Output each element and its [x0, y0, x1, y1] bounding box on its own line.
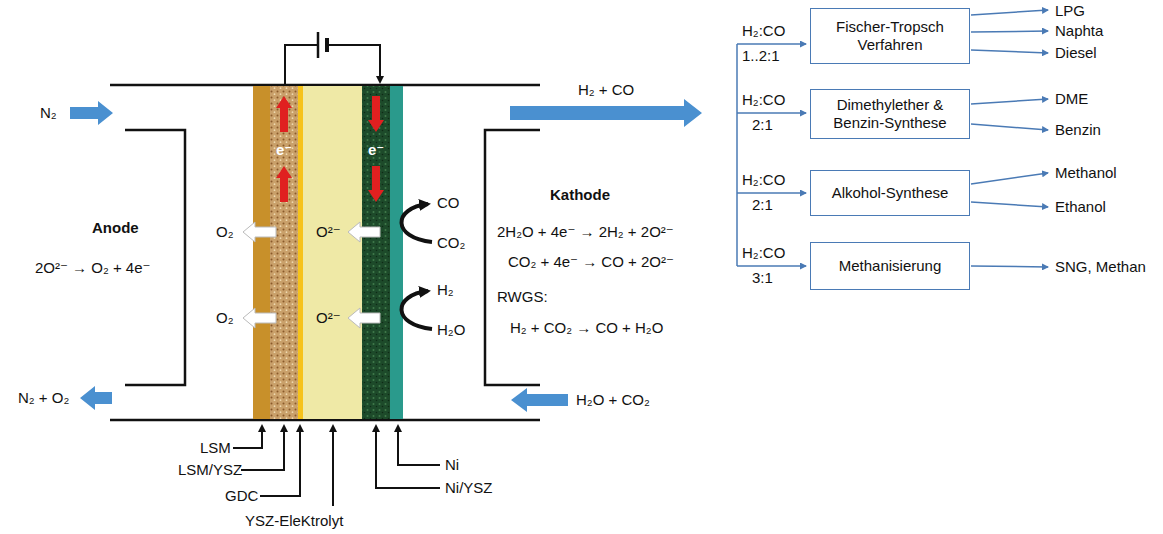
ion-label: O²⁻ — [316, 223, 341, 240]
chamber-title: Kathode — [550, 186, 610, 203]
reaction-equation: 2H₂O + 4e⁻ → 2H₂ + 2O²⁻ — [497, 223, 674, 240]
ratio-label: 3:1 — [752, 269, 773, 286]
gas-label: H₂ + CO — [578, 81, 634, 98]
process-name: Fischer-Tropsch Verfahren — [817, 18, 963, 54]
process-name: Methanisierung — [839, 257, 942, 275]
reaction-name: RWGS: — [497, 288, 548, 305]
gas-label: H₂ — [437, 281, 454, 298]
reaction-equation: 2O²⁻ → O₂ + 4e⁻ — [35, 259, 150, 276]
process-box: Fischer-Tropsch Verfahren — [810, 8, 970, 64]
ratio-label: H₂:CO — [742, 22, 785, 39]
ratio-label: H₂:CO — [742, 244, 785, 261]
layer-label: Ni — [445, 456, 459, 473]
process-box: Alkohol-Synthese — [810, 170, 970, 216]
process-name: Dimethylether & Benzin-Synthese — [817, 96, 963, 132]
layer-label: Ni/YSZ — [445, 479, 493, 496]
ratio-label: 1..2:1 — [742, 47, 780, 64]
product-label: Ethanol — [1055, 198, 1106, 215]
gas-label: N₂ + O₂ — [18, 389, 69, 406]
layer-label: YSZ-EleKtrolyt — [245, 512, 343, 529]
electron-label: e⁻ — [276, 141, 292, 158]
reaction-equation: CO₂ + 4e⁻ → CO + 2O²⁻ — [508, 253, 674, 270]
gas-label: O₂ — [216, 309, 234, 326]
product-label: SNG, Methan — [1055, 258, 1146, 275]
gas-label: N₂ — [40, 104, 57, 121]
ratio-label: 2:1 — [752, 196, 773, 213]
product-label: LPG — [1055, 2, 1085, 19]
layer-label: GDC — [225, 487, 258, 504]
process-box: Dimethylether & Benzin-Synthese — [810, 89, 970, 139]
ratio-label: 2:1 — [752, 116, 773, 133]
gas-label: H₂O — [437, 321, 465, 338]
reaction-equation: H₂ + CO₂ → CO + H₂O — [510, 319, 663, 336]
process-name: Alkohol-Synthese — [832, 184, 949, 202]
product-label: Diesel — [1055, 44, 1097, 61]
product-label: DME — [1055, 90, 1088, 107]
ion-label: O²⁻ — [316, 309, 341, 326]
chamber-title: Anode — [92, 219, 139, 236]
layer-label: LSM — [200, 439, 231, 456]
product-label: Naphta — [1055, 22, 1103, 39]
product-label: Methanol — [1055, 164, 1117, 181]
gas-label: CO — [437, 194, 460, 211]
ratio-label: H₂:CO — [742, 171, 785, 188]
layer-label: LSM/YSZ — [178, 461, 242, 478]
gas-label: CO₂ — [437, 234, 465, 251]
product-label: Benzin — [1055, 121, 1101, 138]
ratio-label: H₂:CO — [742, 91, 785, 108]
process-box: Methanisierung — [810, 242, 970, 290]
gas-label: H₂O + CO₂ — [576, 391, 650, 408]
electron-label: e⁻ — [368, 141, 384, 158]
gas-label: O₂ — [216, 223, 234, 240]
